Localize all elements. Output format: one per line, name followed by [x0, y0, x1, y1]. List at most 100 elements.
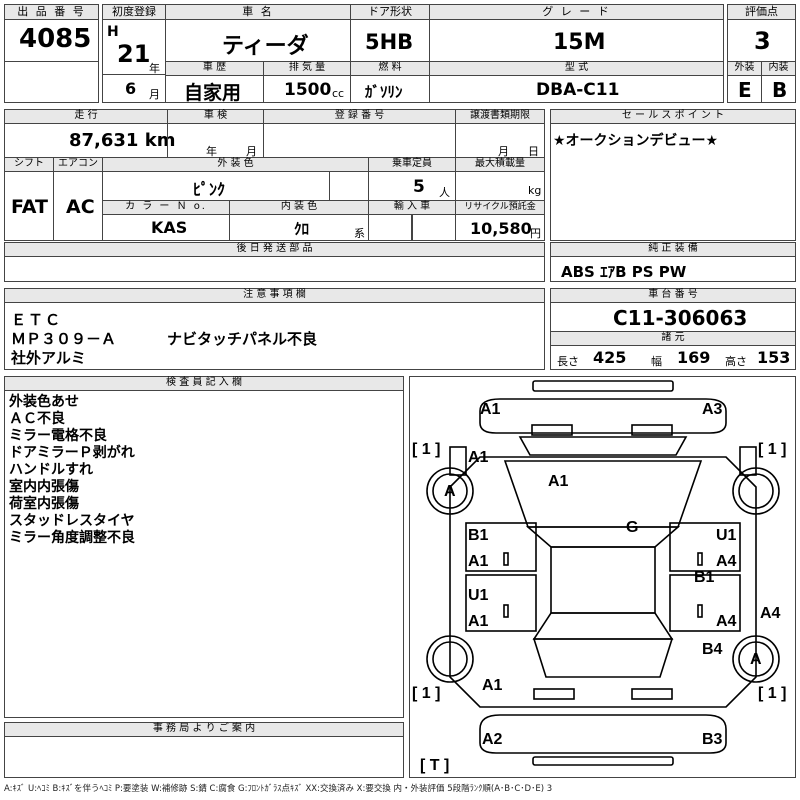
mark-pillar-r: B1 [694, 569, 715, 586]
door-label: ドア形状 [350, 4, 430, 20]
inspection-label: 車 検 [167, 109, 264, 124]
width-label: 幅 [651, 355, 662, 368]
load-unit: kg [528, 184, 542, 197]
later-parts-box [4, 256, 545, 282]
exterior-label: 外装 [727, 61, 762, 76]
lot-no-box: 4085 [4, 19, 99, 62]
color-no-label: カ ラ ー Ｎ o. [102, 200, 230, 215]
mark-door-rl-1: U1 [468, 587, 489, 604]
mark-roof: G [626, 519, 639, 536]
model-label: 型 式 [429, 61, 724, 76]
shift-value: FAT [11, 196, 48, 218]
insp-month-unit: 月 [246, 145, 257, 158]
aircon-box: AC [53, 171, 103, 241]
inspection-box: 年 月 [167, 123, 264, 158]
mark-door-rr: A4 [716, 613, 737, 630]
aircon-value: AC [66, 196, 95, 218]
color-no-box: KAS [102, 214, 230, 241]
note-item: ドアミラーＰ剥がれ [9, 445, 135, 461]
office-label: 事 務 局 よ り ご 案 内 [4, 722, 404, 737]
legend-text: A:ｷｽﾞ U:ﾍｺﾐ B:ｷｽﾞを伴うﾍｺﾐ P:要塗装 W:補修跡 S:錆 … [4, 784, 553, 794]
first-reg-label: 初度登録 [102, 4, 166, 20]
inspector-label: 検 査 員 記 入 欄 [4, 376, 404, 391]
genuine-equip-label: 純 正 装 備 [550, 242, 796, 257]
note-item: ミラー角度調整不良 [9, 530, 135, 546]
mark-door-rl-2: A1 [468, 613, 489, 630]
displacement-value: 1500 [284, 80, 332, 100]
month-value: 6 [125, 79, 137, 98]
ext-color-value: ﾋﾟﾝｸ [193, 180, 226, 199]
mark-wheel-fl: A [444, 483, 456, 500]
first-reg-box: H 21 年 [102, 19, 166, 75]
fuel-box: ｶﾞｿﾘﾝ [350, 75, 430, 103]
grade-box: 15M [429, 19, 724, 62]
sales-point-value: ★オークションデビュー★ [553, 133, 719, 149]
lot-no-value: 4085 [19, 24, 92, 54]
door-box: 5HB [350, 19, 430, 62]
year-unit: 年 [149, 62, 160, 75]
note-item: 室内内張傷 [9, 479, 79, 495]
mark-front-l: A1 [480, 401, 501, 418]
mark-hood: A1 [548, 473, 569, 490]
history-value: 自家用 [184, 82, 242, 104]
mark-door-fl-1: B1 [468, 527, 489, 544]
year-value: 21 [117, 40, 151, 68]
note-item: 荷室内張傷 [9, 496, 79, 512]
mark-fender-rr: B4 [702, 641, 723, 658]
max-load-label: 最大積載量 [455, 157, 545, 172]
fuel-label: 燃 料 [350, 61, 430, 76]
genuine-equip-box: ABS ｴｱB PS PW [550, 256, 796, 282]
interior-value: B [772, 78, 788, 102]
chassis-no-label: 車 台 番 号 [550, 288, 796, 303]
lot-no-lower [4, 61, 99, 103]
caution-box: ＥＴＣ ＭＰ３０９－Ａ ナビタッチパネル不良 社外アルミ [4, 302, 545, 370]
grade-label: グ レ ー ド [429, 4, 724, 20]
office-box [4, 736, 404, 778]
length-label: 長さ [557, 355, 579, 368]
shift-box: FAT [4, 171, 54, 241]
height-value: 153 [757, 348, 791, 367]
import-label: 輸 入 車 [368, 200, 456, 215]
caution-line-3: 社外アルミ [11, 349, 86, 367]
chassis-no-box: C11-306063 [550, 302, 796, 332]
sales-point-box: ★オークションデビュー★ [550, 123, 796, 241]
registration-box [263, 123, 456, 158]
color-no-value: KAS [151, 218, 188, 237]
door-value: 5HB [365, 30, 414, 54]
genuine-equip-value: ABS ｴｱB PS PW [561, 263, 687, 281]
later-parts-label: 後 日 発 送 部 品 [4, 242, 545, 257]
mileage-label: 走 行 [4, 109, 168, 124]
mark-tailgate: [ T ] [420, 757, 450, 774]
car-name-box: ティーダ [165, 19, 351, 62]
chassis-no-value: C11-306063 [613, 306, 748, 330]
height-label: 高さ [725, 355, 747, 368]
caution-line-1: ＥＴＣ [11, 311, 63, 329]
month-box: 6 月 [102, 74, 166, 103]
mark-wheel-rr: A [750, 651, 762, 668]
grade-value: 15M [553, 30, 606, 55]
caution-line-2b: ナビタッチパネル不良 [167, 330, 318, 348]
mileage-box: 87,631 km [4, 123, 175, 158]
displacement-box: 1500 cc [263, 75, 351, 103]
ext-color-extra [329, 171, 369, 201]
mark-rear-fender-l: A1 [482, 677, 503, 694]
note-item: ミラー電格不良 [9, 428, 107, 444]
mark-door-fl-2: A1 [468, 553, 489, 570]
mark-quarter-r: A4 [760, 605, 781, 622]
history-box: 自家用 [165, 75, 264, 104]
model-value: DBA-C11 [536, 80, 620, 100]
note-item: スタッドレスタイヤ [9, 513, 135, 529]
car-name-label: 車 名 [165, 4, 351, 20]
ext-color-box: ﾋﾟﾝｸ [102, 171, 330, 201]
note-item: ハンドルすれ [9, 462, 93, 478]
recycle-label: リサイクル預託金 [455, 200, 545, 215]
history-label: 車 歴 [165, 61, 264, 76]
exterior-value: E [738, 78, 752, 102]
month-unit: 月 [149, 88, 160, 101]
recycle-unit: 円 [530, 227, 541, 240]
int-color-unit: 系 [354, 227, 365, 240]
note-item: 外装色あせ [9, 394, 79, 410]
length-value: 425 [593, 348, 627, 367]
mark-door-fr-2: A4 [716, 553, 737, 570]
capacity-unit: 人 [439, 186, 450, 199]
